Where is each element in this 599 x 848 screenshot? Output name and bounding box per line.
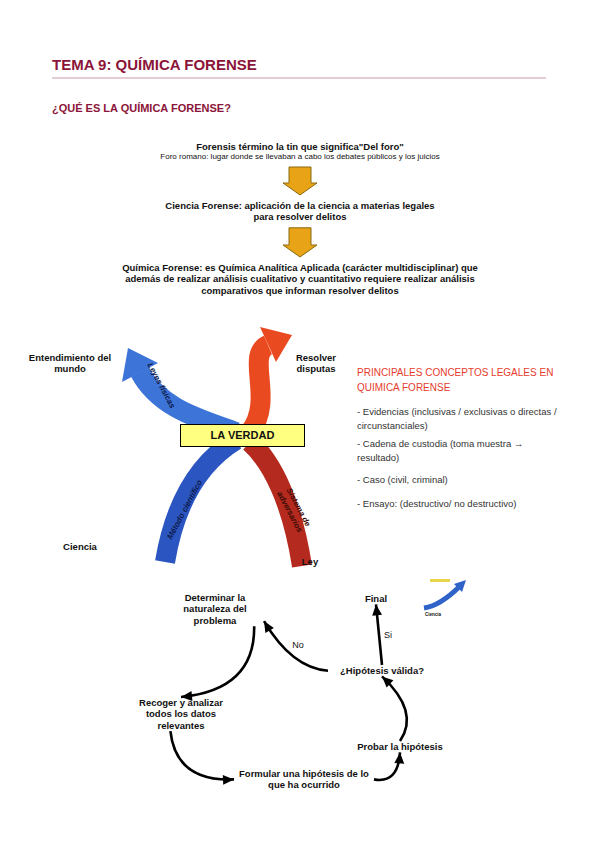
arrow-head bbox=[223, 775, 234, 785]
arrow-label: Método científico bbox=[163, 475, 206, 545]
flow-line bbox=[374, 752, 400, 780]
node-text: Determinar la naturaleza del problema bbox=[166, 592, 264, 626]
node-text: LA VERDAD bbox=[185, 429, 300, 442]
arrow-label: Sistema de adversarios bbox=[265, 466, 323, 553]
outcome-label: Entendimiento del mundo bbox=[28, 352, 112, 375]
arrow-head bbox=[382, 676, 393, 687]
node-text: ¿Hipótesis válida? bbox=[328, 665, 436, 676]
flow-line bbox=[376, 604, 382, 665]
step-text: Determinar la naturaleza del problema bbox=[166, 592, 264, 626]
list-item: - Cadena de custodia (toma muestra → res… bbox=[357, 437, 562, 465]
step-text: Recoger y analizar todos los datos relev… bbox=[128, 697, 234, 731]
thumbnail-arrow bbox=[424, 586, 460, 608]
section-heading: ¿QUÉ ES LA QUÍMICA FORENSE? bbox=[52, 102, 452, 115]
block-arrow bbox=[283, 167, 317, 195]
blue-arrow-lower bbox=[165, 440, 236, 562]
block-arrow-shape bbox=[283, 228, 317, 257]
end-text: Final bbox=[356, 593, 396, 604]
node-subtext: Foro romano: lugar donde se llevaban a c… bbox=[120, 152, 480, 162]
red-arrow-head bbox=[260, 327, 292, 362]
arrow-head bbox=[394, 752, 404, 763]
flow-arrow bbox=[170, 731, 234, 785]
page-title: TEMA 9: QUÍMICA FORENSE bbox=[52, 56, 552, 74]
flow-arrow bbox=[264, 621, 328, 671]
flow-arrow bbox=[374, 752, 404, 780]
decision-text: ¿Hipótesis válida? bbox=[328, 665, 436, 676]
node-text: Ciencia Forense: aplicación de la cienci… bbox=[160, 200, 440, 223]
list-heading: PRINCIPALES CONCEPTOS LEGALES EN QUIMICA… bbox=[357, 365, 562, 395]
flow-line bbox=[170, 731, 234, 779]
definition-text: Química Forense: es Química Analítica Ap… bbox=[112, 262, 488, 296]
node-text: Probar la hipótesis bbox=[352, 741, 448, 752]
arrow-label: Leyes físicas bbox=[141, 354, 180, 417]
node-text: Química Forense: es Química Analítica Ap… bbox=[112, 262, 488, 296]
arrow-head bbox=[264, 621, 274, 633]
list-item: - Evidencias (inclusivas / exclusivas o … bbox=[357, 405, 562, 433]
flow-arrow bbox=[382, 676, 407, 741]
block-arrow-shape bbox=[283, 167, 317, 195]
thumbnail-box bbox=[430, 579, 450, 582]
edge-label: Si bbox=[383, 629, 393, 640]
flow-arrow bbox=[372, 604, 382, 665]
etymology-text: Forensis término la tin que significa"De… bbox=[120, 141, 480, 162]
outcome-label: Resolver disputas bbox=[286, 352, 346, 375]
flow-line bbox=[382, 676, 407, 741]
flow-arrow bbox=[181, 626, 254, 701]
list-item: - Ensayo: (destructivo/ no destructivo) bbox=[357, 497, 562, 511]
thumbnail-label: Ciencia bbox=[420, 612, 446, 617]
step-text: Probar la hipótesis bbox=[352, 741, 448, 752]
node-text: Formular una hipótesis de lo que ha ocur… bbox=[234, 768, 374, 791]
list-item: - Caso (civil, criminal) bbox=[357, 473, 562, 487]
source-label: Ciencia bbox=[52, 541, 108, 552]
arrow-head bbox=[372, 604, 382, 615]
block-arrow bbox=[283, 228, 317, 257]
red-arrow-upper bbox=[250, 345, 268, 432]
node-text: Forensis término la tin que significa"De… bbox=[120, 141, 480, 152]
flow-line bbox=[264, 621, 328, 671]
definition-text: Ciencia Forense: aplicación de la cienci… bbox=[160, 200, 440, 223]
edge-label: No bbox=[291, 640, 305, 651]
thumbnail-arrow-head bbox=[454, 580, 466, 592]
center-box: LA VERDAD bbox=[180, 424, 305, 447]
source-label: Ley bbox=[290, 556, 330, 567]
title-rule bbox=[52, 78, 546, 79]
node-text: Final bbox=[356, 593, 396, 604]
step-text: Formular una hipótesis de lo que ha ocur… bbox=[234, 768, 374, 791]
node-text: Recoger y analizar todos los datos relev… bbox=[128, 697, 234, 731]
flow-line bbox=[181, 626, 254, 697]
